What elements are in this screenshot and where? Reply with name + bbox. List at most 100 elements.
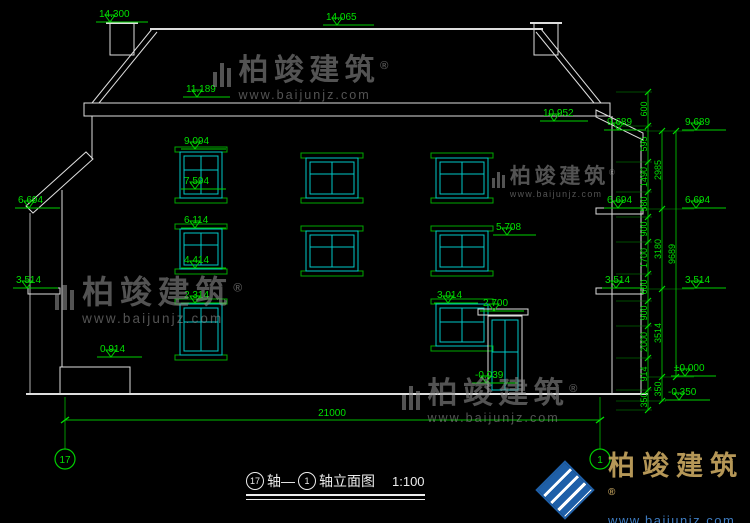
watermark: 柏竣建筑® www.baijunjz.com — [402, 378, 583, 425]
elevation-label: 3.514 — [685, 275, 710, 286]
watermark-logo-icon — [492, 171, 505, 189]
elevation-marker: 0.914 — [97, 344, 142, 358]
axis-bubble-left: 17 — [59, 455, 71, 466]
elevation-label: 3.014 — [437, 290, 462, 301]
watermark: 柏竣建筑® www.baijunjz.com — [492, 165, 619, 199]
left-lean-to-roof — [25, 151, 94, 295]
elevation-label: ±0.000 — [674, 363, 705, 374]
dimension-label: 350 — [653, 381, 663, 396]
elevation-markers: 14.300 14.065 11.189 10.952 9.689 9.094 … — [13, 9, 726, 401]
dimension-label: 350 — [639, 392, 649, 407]
dimension-label: 1700 — [639, 248, 649, 268]
watermark-brand: 柏竣建筑® — [509, 165, 619, 188]
watermark-logo-icon — [402, 386, 420, 410]
watermark-brand: 柏竣建筑® — [82, 274, 248, 310]
elevation-label: 0.914 — [100, 344, 125, 355]
elevation-label: 6.694 — [18, 195, 43, 206]
elevation-label: -0.039 — [475, 370, 504, 381]
watermark-brand: 柏竣建筑® — [427, 377, 583, 410]
window-2f-mid — [300, 225, 364, 277]
dimension-label: 600 — [639, 279, 649, 294]
dimension-label: 2985 — [653, 160, 663, 180]
elevation-marker: 3.514 — [682, 275, 726, 289]
window-2f-left — [174, 223, 228, 275]
title-underline — [246, 494, 425, 500]
title-scale: 1:100 — [392, 473, 425, 489]
title-axis-bubble-end: 1 — [298, 472, 316, 490]
elevation-label: 6.694 — [685, 195, 710, 206]
brand-logo: 柏竣建筑® www.baijunjz.com — [535, 451, 750, 523]
elevation-label: 10.952 — [543, 108, 574, 119]
elevation-marker: 14.300 — [96, 9, 148, 23]
brand-logo-icon — [535, 460, 595, 520]
elevation-marker: 2.314 — [181, 290, 226, 304]
elevation-label: 11.189 — [186, 84, 216, 95]
bottom-dimension-label: 21000 — [318, 408, 346, 419]
elevation-marker: 10.952 — [540, 108, 588, 122]
watermark: 柏竣建筑® www.baijunjz.com — [213, 55, 394, 102]
windows — [174, 146, 529, 395]
axis-bubble-right: 1 — [597, 455, 603, 466]
elevation-label: 14.300 — [99, 9, 130, 20]
entry-door — [477, 308, 529, 395]
elevation-label: 2.314 — [184, 290, 209, 301]
main-roof — [83, 22, 611, 117]
elevation-marker: -0.350 — [665, 387, 710, 401]
window-3f-mid — [300, 152, 364, 204]
elevation-marker: -0.039 — [472, 370, 518, 384]
elevation-label: 6.694 — [607, 195, 632, 206]
watermark-logo-icon — [55, 284, 75, 310]
window-2f-right — [430, 225, 494, 277]
dimension-label: 580 — [639, 196, 649, 211]
dimension-label: 600 — [639, 101, 649, 116]
elevation-marker: 6.694 — [604, 195, 646, 209]
bottom-dimension: 21000 17 1 — [54, 397, 611, 470]
brand-logo-name: 柏竣建筑® — [608, 451, 744, 498]
watermark-url: www.baijunjz.com — [238, 87, 371, 102]
elevation-marker: 3.514 — [13, 275, 58, 289]
elevation-label: 3.514 — [16, 275, 41, 286]
watermark-url: www.baijunjz.com — [427, 410, 560, 425]
title-text-suffix: 轴立面图 — [319, 473, 375, 489]
elevation-marker: 9.689 — [682, 117, 726, 131]
dimension-label: 9689 — [667, 244, 677, 264]
elevation-marker: 4.414 — [181, 255, 226, 269]
elevation-marker: 9.689 — [604, 117, 646, 131]
elevation-marker: 9.094 — [181, 136, 226, 150]
right-dimension-chain: 600 595 1490 580 900 1700 600 900 2000 9… — [616, 88, 694, 414]
title-text-mid: 轴— — [267, 473, 295, 489]
elevation-label: 7.594 — [184, 176, 209, 187]
watermark-logo-icon — [213, 63, 231, 87]
elevation-marker: 2.700 — [480, 298, 524, 312]
elevation-label: -0.350 — [668, 387, 697, 398]
walls — [29, 116, 642, 394]
elevation-marker: 6.114 — [181, 215, 226, 229]
window-1f-left — [174, 298, 228, 361]
watermark: 柏竣建筑® www.baijunjz.com — [55, 274, 248, 326]
dimension-label: 3514 — [653, 323, 663, 343]
elevation-marker: 11.189 — [183, 84, 230, 98]
elevation-label: 14.065 — [326, 12, 357, 23]
dimension-label: 2000 — [639, 332, 649, 352]
watermark-brand: 柏竣建筑® — [238, 54, 394, 87]
elevation-label: 4.414 — [184, 255, 209, 266]
elevation-label: 3.514 — [605, 275, 630, 286]
elevation-marker: 5.708 — [493, 222, 536, 236]
watermark-url: www.baijunjz.com — [82, 310, 224, 326]
title-axis-bubble-start: 17 — [246, 472, 264, 490]
elevation-marker: 7.594 — [181, 176, 226, 190]
elevation-label: 2.700 — [483, 298, 508, 309]
elevation-marker: 14.065 — [323, 12, 374, 26]
ground-and-base — [26, 366, 648, 395]
window-3f-right — [430, 152, 494, 204]
drawing-title: 17 轴— 1 轴立面图 1:100 — [246, 471, 425, 500]
brand-logo-url: www.baijunjz.com — [608, 513, 736, 523]
window-3f-left — [174, 146, 228, 204]
dimension-label: 1490 — [639, 167, 649, 187]
dimension-label: 3180 — [653, 239, 663, 259]
drawing-title-row: 17 轴— 1 轴立面图 1:100 — [246, 471, 425, 491]
elevation-marker: 3.014 — [434, 290, 478, 304]
elevation-label: 5.708 — [496, 222, 521, 233]
